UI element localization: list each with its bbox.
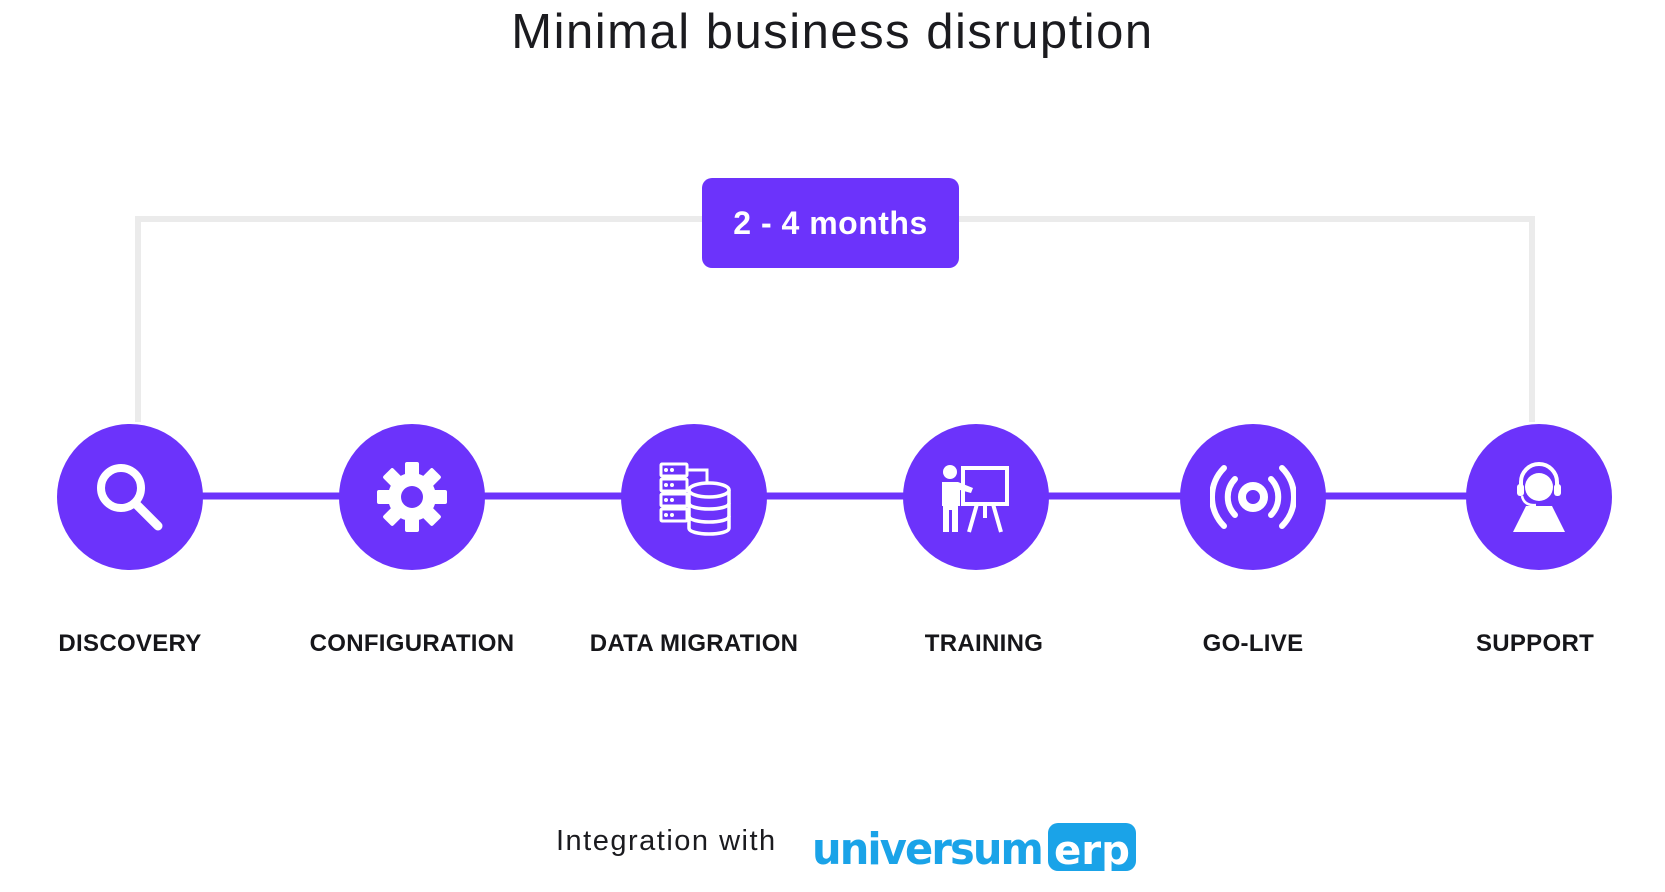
step-label-support: SUPPORT xyxy=(1475,630,1595,657)
step-support xyxy=(1466,424,1612,570)
step-training xyxy=(903,424,1049,570)
step-label-data-migration: DATA MIGRATION xyxy=(589,630,799,657)
duration-badge: 2 - 4 months xyxy=(702,178,959,268)
step-label-discovery: DISCOVERY xyxy=(58,630,202,657)
database-icon xyxy=(659,462,731,536)
step-label-go-live: GO-LIVE xyxy=(1202,630,1304,657)
step-configuration xyxy=(339,424,485,570)
step-data-migration xyxy=(621,424,767,570)
support-agent-icon xyxy=(1513,462,1565,532)
gear-icon xyxy=(377,462,447,532)
integration-text: Integration with xyxy=(556,825,777,857)
presentation-board-icon xyxy=(942,465,1009,533)
step-label-configuration: CONFIGURATION xyxy=(309,630,515,657)
step-go-live xyxy=(1180,424,1326,570)
svg-text:universum: universum xyxy=(812,824,1042,875)
svg-text:erp: erp xyxy=(1054,828,1130,874)
universumerp-logo: universum erp xyxy=(812,823,1136,875)
broadcast-icon xyxy=(1210,465,1296,529)
step-discovery xyxy=(57,424,203,570)
magnifier-icon xyxy=(97,464,163,531)
step-label-training: TRAINING xyxy=(924,630,1044,657)
page-title: Minimal business disruption xyxy=(511,5,1154,59)
